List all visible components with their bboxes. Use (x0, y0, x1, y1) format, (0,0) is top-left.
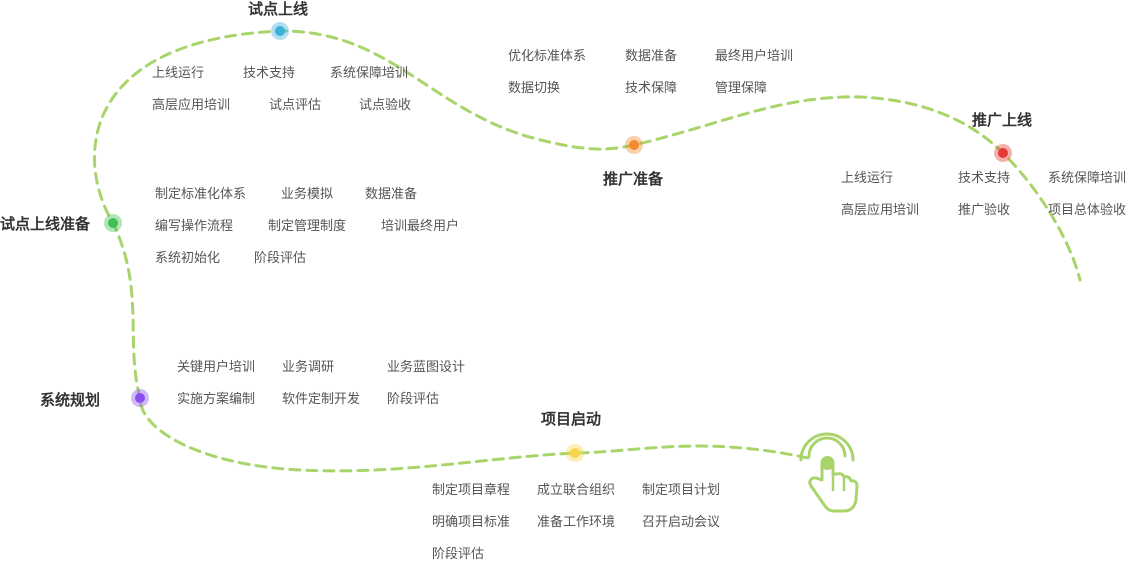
task-rollout-prep-2: 数据准备 (625, 49, 678, 64)
task-pilot-prep-7: 系统初始化 (155, 251, 221, 266)
task-pilot-3: 系统保障培训 (330, 66, 409, 81)
stage-node-pilot[interactable] (271, 22, 289, 40)
task-planning-3: 业务蓝图设计 (387, 360, 466, 375)
task-rollout-prep-3: 最终用户培训 (715, 49, 794, 64)
stage-node-rollout-prep-dot (629, 140, 639, 150)
task-pilot-prep-1: 制定标准化体系 (155, 187, 247, 202)
task-start-2: 成立联合组织 (537, 483, 616, 498)
task-planning-1: 关键用户培训 (177, 360, 256, 375)
task-planning-2: 业务调研 (282, 360, 335, 375)
task-start-3: 制定项目计划 (642, 483, 721, 498)
stage-node-planning[interactable] (131, 389, 149, 407)
task-pilot-prep-5: 制定管理制度 (268, 219, 347, 234)
stage-node-rollout-prep[interactable] (625, 136, 643, 154)
stage-node-start-dot (570, 448, 580, 458)
task-rollout-prep-4: 数据切换 (508, 81, 561, 96)
task-pilot-prep-3: 数据准备 (365, 187, 418, 202)
task-pilot-1: 上线运行 (152, 66, 205, 81)
task-rollout-prep-5: 技术保障 (625, 81, 678, 96)
task-rollout-prep-1: 优化标准体系 (508, 49, 587, 64)
task-rollout-5: 推广验收 (958, 203, 1011, 218)
stage-title-start: 项目启动 (541, 410, 602, 428)
task-rollout-4: 高层应用培训 (841, 203, 920, 218)
stage-node-rollout-dot (998, 148, 1008, 158)
task-start-4: 明确项目标准 (432, 515, 511, 530)
roadmap-path (93, 29, 1082, 473)
task-pilot-6: 试点验收 (359, 98, 412, 113)
task-pilot-prep-4: 编写操作流程 (155, 219, 234, 234)
task-pilot-2: 技术支持 (243, 66, 296, 81)
stage-title-planning: 系统规划 (40, 391, 101, 409)
task-pilot-prep-6: 培训最终用户 (381, 219, 460, 234)
stage-node-pilot-prep-dot (108, 218, 118, 228)
stage-title-rollout-prep: 推广准备 (603, 170, 664, 188)
task-planning-4: 实施方案编制 (177, 392, 256, 407)
task-rollout-2: 技术支持 (958, 171, 1011, 186)
stage-node-start[interactable] (566, 444, 584, 462)
stage-title-pilot: 试点上线 (248, 0, 309, 18)
task-rollout-1: 上线运行 (841, 171, 894, 186)
task-rollout-3: 系统保障培训 (1048, 171, 1127, 186)
stage-node-rollout[interactable] (994, 144, 1012, 162)
task-pilot-5: 试点评估 (269, 98, 322, 113)
task-pilot-prep-2: 业务模拟 (281, 187, 334, 202)
stage-node-pilot-dot (275, 26, 285, 36)
task-start-7: 阶段评估 (432, 547, 485, 562)
task-start-6: 召开启动会议 (642, 515, 721, 530)
pointer-hand-icon[interactable] (790, 430, 870, 525)
task-rollout-6: 项目总体验收 (1048, 203, 1127, 218)
stage-node-pilot-prep[interactable] (104, 214, 122, 232)
task-planning-6: 阶段评估 (387, 392, 440, 407)
stage-title-pilot-prep: 试点上线准备 (0, 215, 91, 233)
stage-title-rollout: 推广上线 (972, 111, 1033, 129)
task-start-1: 制定项目章程 (432, 483, 511, 498)
task-pilot-prep-8: 阶段评估 (254, 251, 307, 266)
task-start-5: 准备工作环境 (537, 515, 616, 530)
task-planning-5: 软件定制开发 (282, 392, 361, 407)
stage-node-planning-dot (135, 393, 145, 403)
task-pilot-4: 高层应用培训 (152, 98, 231, 113)
task-rollout-prep-6: 管理保障 (715, 81, 768, 96)
